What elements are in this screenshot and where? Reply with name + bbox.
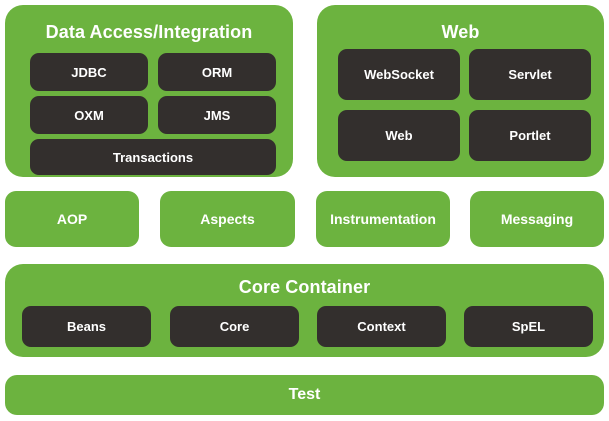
module-instrumentation[interactable]: Instrumentation <box>316 191 450 247</box>
module-test[interactable]: Test <box>5 375 604 415</box>
panel-web: Web WebSocket Servlet Web Portlet <box>317 5 604 177</box>
panel-title-web: Web <box>441 22 480 42</box>
module-core[interactable]: Core <box>170 306 299 347</box>
module-portlet[interactable]: Portlet <box>469 110 591 161</box>
module-aop[interactable]: AOP <box>5 191 139 247</box>
module-oxm[interactable]: OXM <box>30 96 148 134</box>
panel-title-core-container: Core Container <box>238 277 371 297</box>
module-orm[interactable]: ORM <box>158 53 276 91</box>
module-servlet[interactable]: Servlet <box>469 49 591 100</box>
module-messaging[interactable]: Messaging <box>470 191 604 247</box>
panel-data-access-integration: Data Access/Integration JDBC ORM OXM JMS… <box>5 5 293 177</box>
module-aspects[interactable]: Aspects <box>160 191 295 247</box>
module-web[interactable]: Web <box>338 110 460 161</box>
module-jdbc[interactable]: JDBC <box>30 53 148 91</box>
module-context[interactable]: Context <box>317 306 446 347</box>
module-jms[interactable]: JMS <box>158 96 276 134</box>
module-websocket[interactable]: WebSocket <box>338 49 460 100</box>
module-beans[interactable]: Beans <box>22 306 151 347</box>
panel-core-container: Core Container Beans Core Context SpEL <box>5 264 604 357</box>
panel-title-data-access-integration: Data Access/Integration <box>45 22 253 42</box>
module-transactions[interactable]: Transactions <box>30 139 276 175</box>
module-spel[interactable]: SpEL <box>464 306 593 347</box>
